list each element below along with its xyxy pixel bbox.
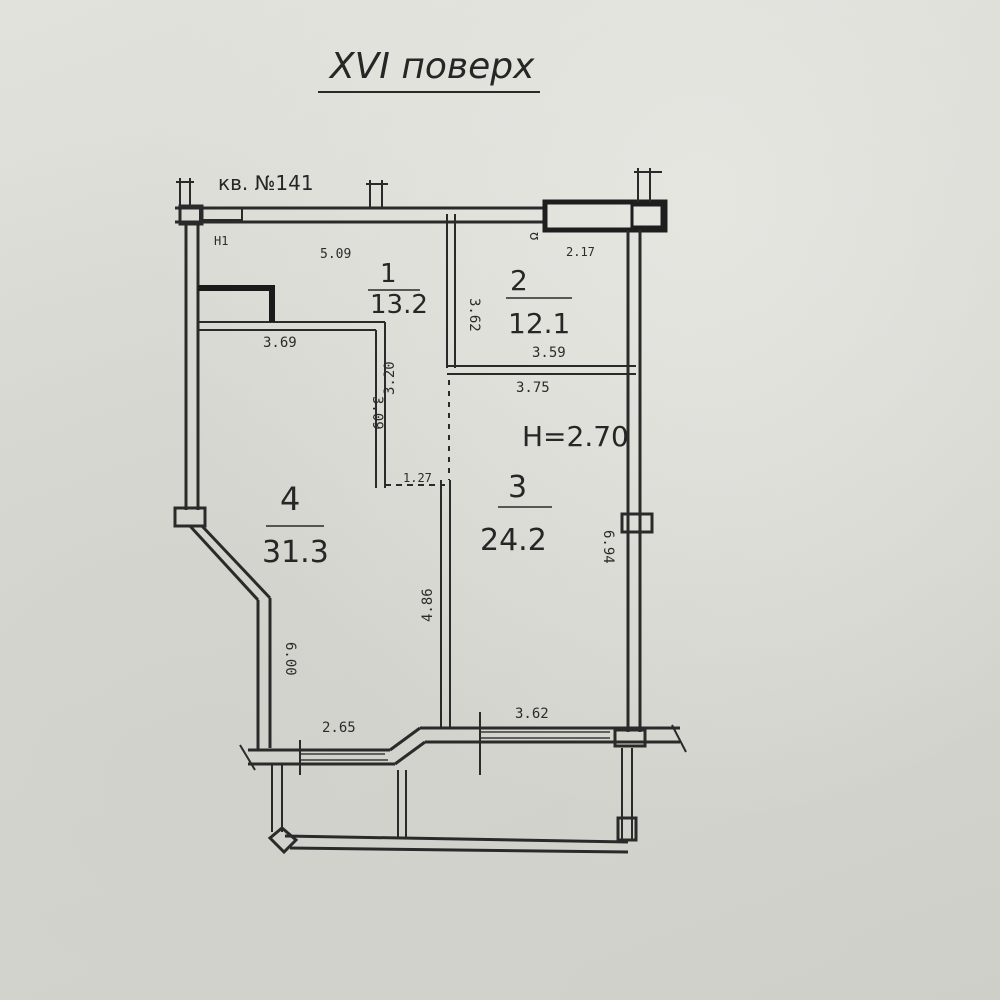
svg-text:1: 1	[380, 259, 397, 289]
svg-text:3.69: 3.69	[263, 335, 297, 351]
svg-text:3.62: 3.62	[466, 298, 482, 332]
svg-text:2.65: 2.65	[322, 720, 356, 736]
svg-text:3.62: 3.62	[515, 706, 549, 722]
corner-mark: H1	[214, 234, 228, 248]
svg-text:24.2: 24.2	[480, 523, 547, 558]
room-3-label: 3 24.2	[480, 470, 552, 558]
room-2-label: 2 12.1	[506, 264, 572, 340]
floor-title: XVI поверх	[328, 46, 535, 87]
room-4-label: 4 31.3	[262, 480, 329, 570]
svg-text:6.00: 6.00	[282, 642, 298, 676]
svg-text:31.3: 31.3	[262, 535, 329, 570]
dimension-labels: 5.09 2.17 3.62 3.59 3.69 3.75 3.09 3.20 …	[263, 245, 616, 736]
room-1-label: 1 13.2	[368, 259, 428, 320]
svg-text:3: 3	[508, 470, 527, 505]
svg-text:3.59: 3.59	[532, 345, 566, 361]
ceiling-height-label: H=2.70	[522, 420, 629, 453]
svg-text:1.27: 1.27	[403, 471, 432, 485]
svg-text:2.17: 2.17	[566, 245, 595, 259]
svg-text:6.94: 6.94	[600, 530, 616, 564]
svg-text:2: 2	[510, 264, 528, 297]
svg-text:4.86: 4.86	[420, 588, 436, 622]
svg-text:5.09: 5.09	[320, 247, 351, 262]
svg-text:12.1: 12.1	[508, 307, 570, 340]
svg-text:3.75: 3.75	[516, 380, 550, 396]
svg-text:3.20: 3.20	[382, 361, 398, 395]
svg-text:3.09: 3.09	[369, 396, 385, 430]
svg-text:13.2: 13.2	[370, 290, 428, 320]
apartment-label: кв. №141	[218, 171, 314, 195]
walls	[173, 168, 687, 855]
svg-text:4: 4	[280, 480, 300, 518]
mark-top-right: ʊ	[526, 232, 542, 240]
